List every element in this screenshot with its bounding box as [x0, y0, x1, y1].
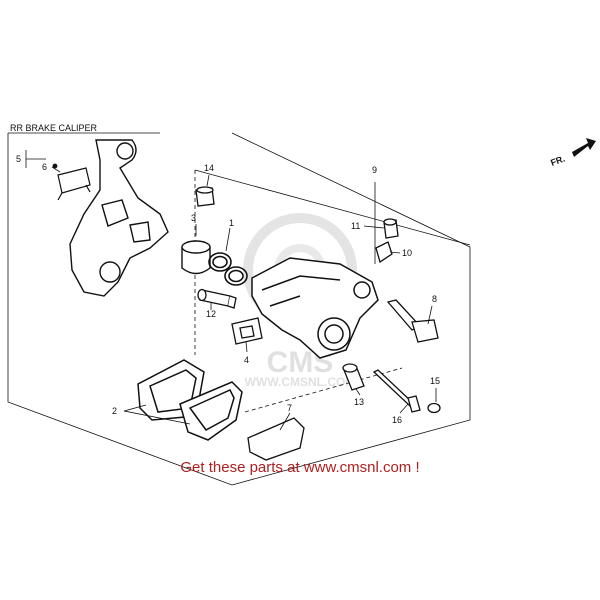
callout-10: 10: [402, 248, 412, 258]
brake-pads: [137, 359, 243, 441]
callout-13: 13: [354, 397, 364, 407]
callout-9: 9: [372, 165, 377, 175]
front-label: FR.: [549, 154, 566, 168]
callout-7: 7: [287, 403, 292, 413]
pin-plug: [427, 402, 441, 414]
caliper-bracket: [69, 139, 169, 297]
pin-bolt: [386, 299, 439, 343]
callout-6: 6: [42, 162, 47, 172]
callout-16: 16: [392, 415, 402, 425]
mounting-bolt: [342, 363, 365, 391]
pad-shim: [247, 417, 305, 461]
diagram-title: RR BRAKE CALIPER: [10, 123, 98, 133]
hanger-pin: [372, 369, 421, 413]
pad-spring-clip: [52, 163, 91, 201]
caliper-body: [251, 257, 379, 359]
watermark-url: WWW.CMSNL.COM: [245, 375, 356, 389]
callout-8: 8: [432, 294, 437, 304]
callout-3: 3: [191, 213, 196, 223]
pad-spring: [231, 317, 263, 345]
callout-12: 12: [206, 309, 216, 319]
part-callouts: 5 6 14 3 1 9 11 10 8 12 4 15 2 7 13 16: [16, 154, 440, 425]
callout-2: 2: [112, 406, 117, 416]
callout-1: 1: [229, 218, 234, 228]
slide-pin: [197, 288, 237, 309]
bleeder-cap-part: [195, 186, 215, 207]
callout-4: 4: [244, 355, 249, 365]
piston-seals: [208, 252, 248, 286]
callout-5: 5: [16, 154, 21, 164]
piston: [181, 240, 211, 275]
callout-11: 11: [351, 221, 360, 231]
footer-link-text[interactable]: Get these parts at www.cmsnl.com !: [180, 459, 420, 476]
callout-15: 15: [430, 376, 440, 386]
front-direction-indicator: FR.: [549, 138, 596, 168]
bleeder-valve: [375, 218, 399, 264]
front-arrow-icon: [572, 138, 596, 157]
callout-14: 14: [204, 163, 214, 173]
leader-lines: [25, 150, 437, 431]
